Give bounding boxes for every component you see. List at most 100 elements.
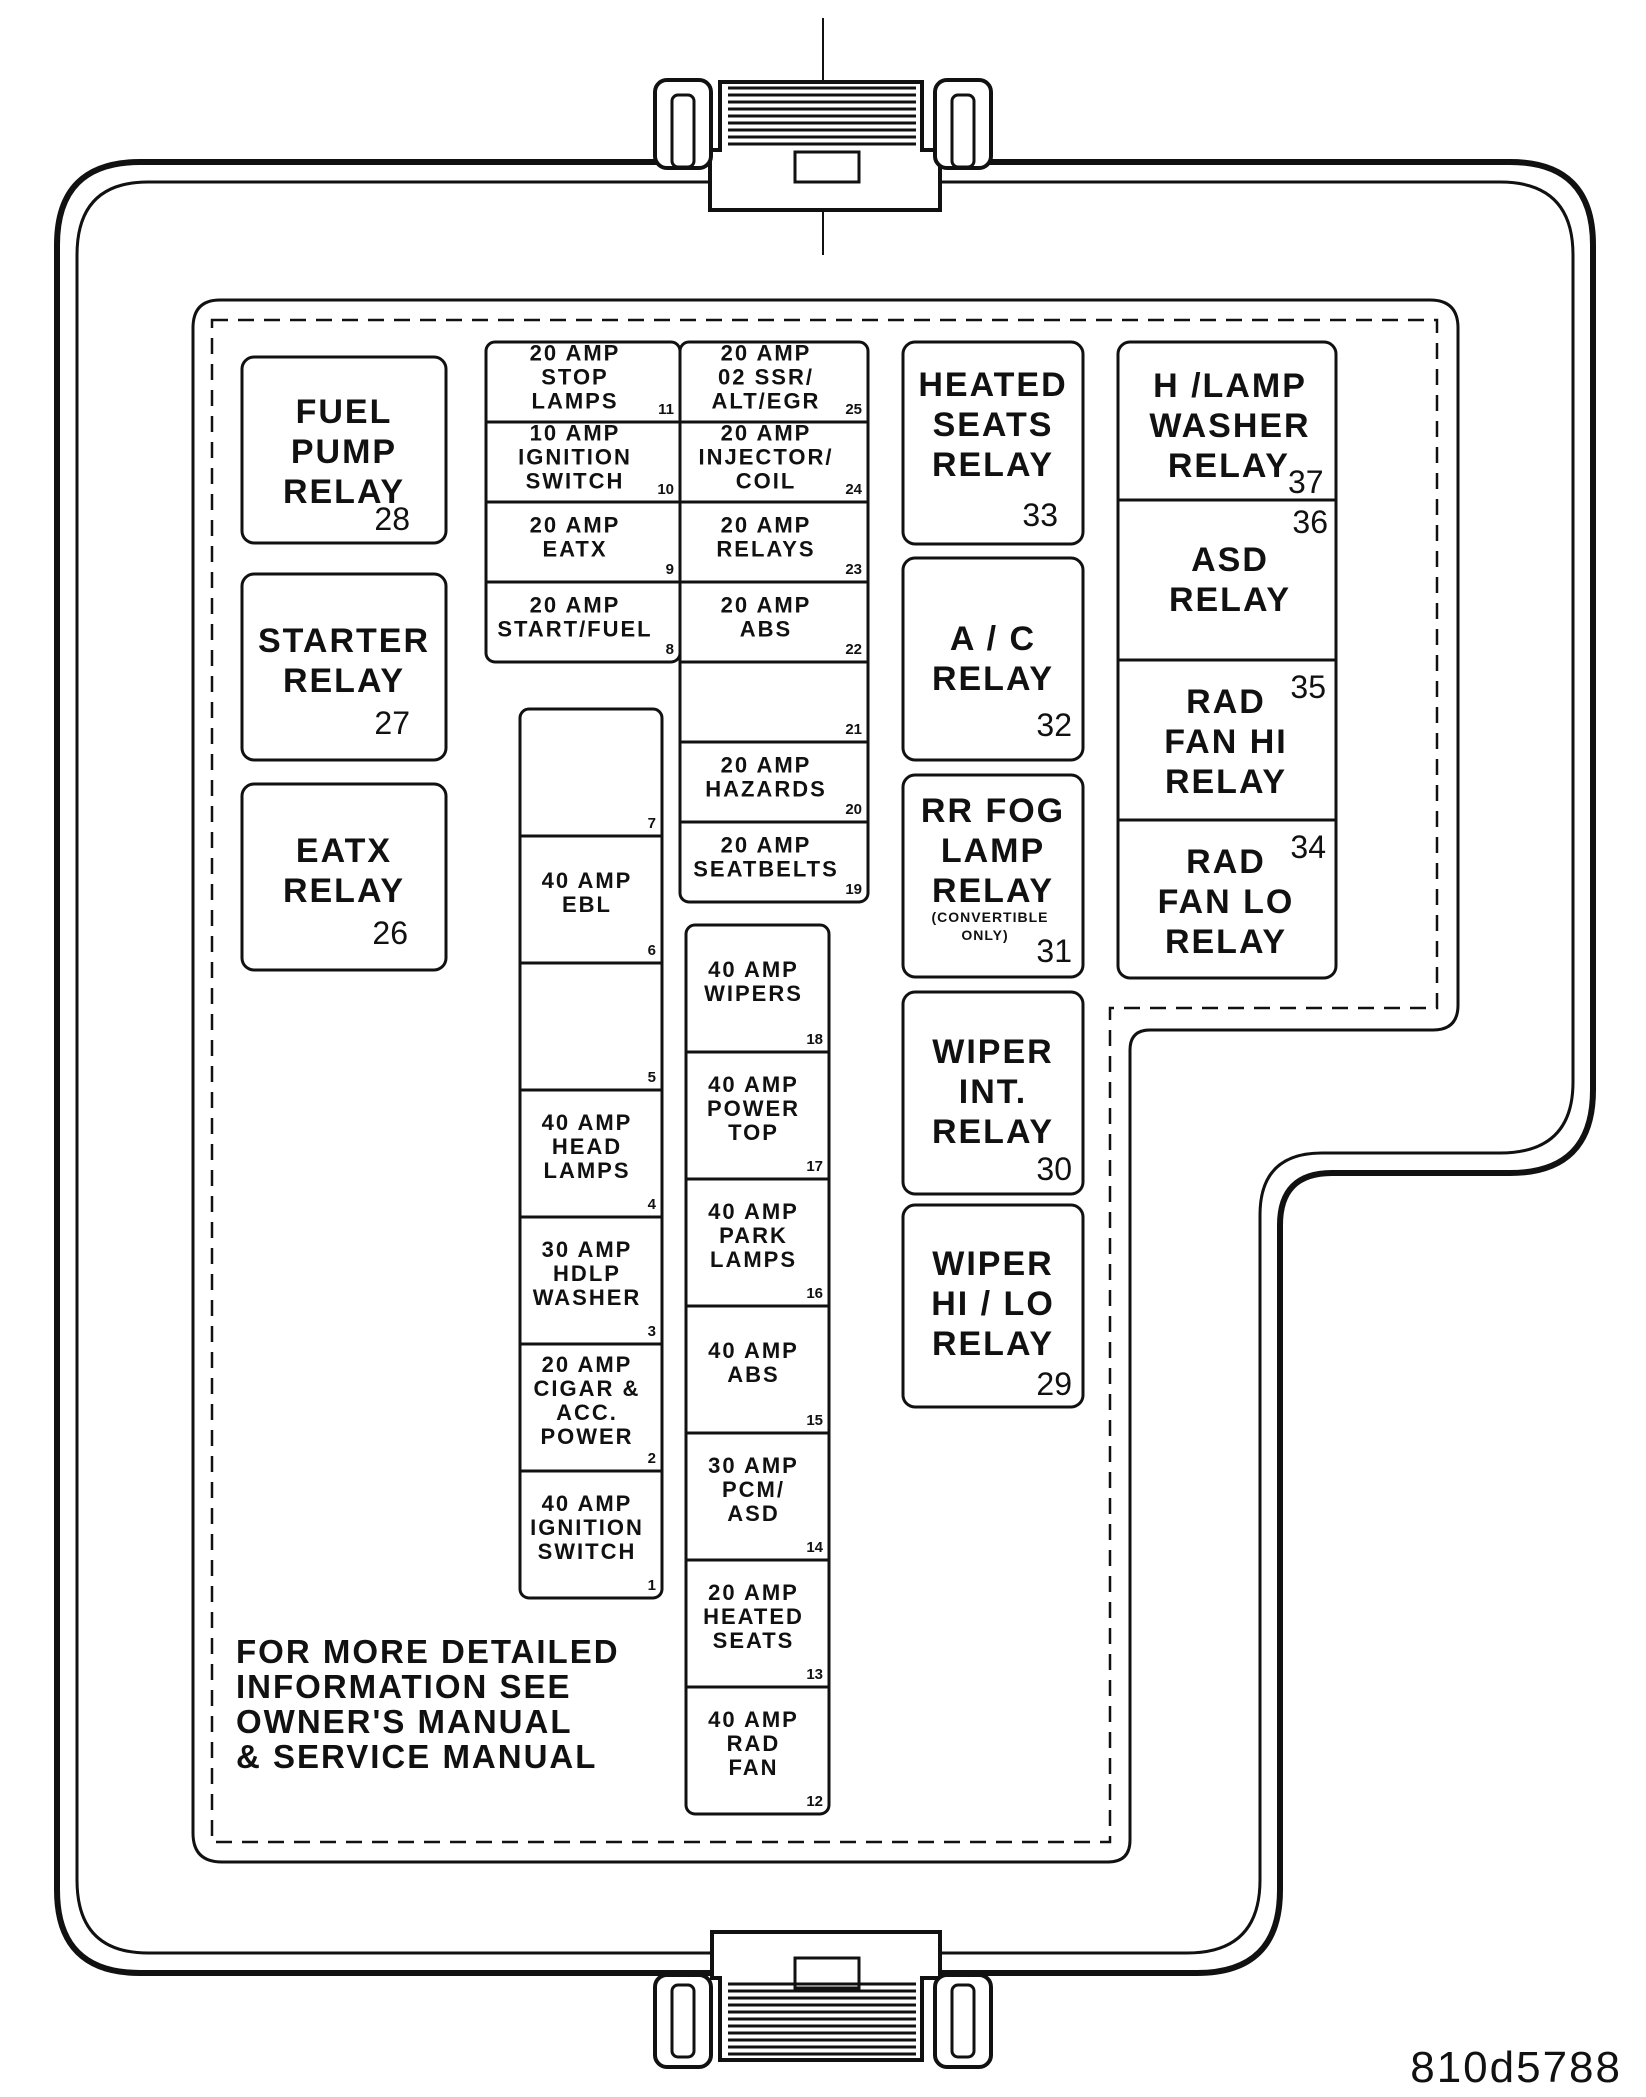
- fuse-13-label-2: HEATED: [703, 1604, 804, 1629]
- cart-left-outline: [518, 707, 664, 1600]
- fuse-25-number: 25: [845, 401, 862, 418]
- fuse-13-label-3: SEATS: [713, 1628, 795, 1653]
- relay-eatx-label-2: RELAY: [283, 872, 405, 910]
- bottom-latch-left-tab-inner: [670, 1983, 696, 2059]
- fuse-15-number: 15: [806, 1412, 823, 1429]
- relay-wiper-int-box: [901, 990, 1085, 1196]
- relay-wiper-int: WIPER INT. RELAY 30: [901, 990, 1085, 1196]
- relay-heated-seats-label-1: HEATED: [918, 366, 1067, 404]
- relay-rr-fog-lamp-label-1: RR FOG: [921, 792, 1065, 830]
- fuse-24-label-1: 20 AMP: [721, 421, 812, 446]
- fuse-25-label-2: 02 SSR/: [718, 365, 814, 390]
- relay-starter-box: [240, 572, 448, 762]
- fuse-24-label-3: COIL: [736, 469, 797, 494]
- fuse-10-label-1: 10 AMP: [530, 421, 621, 446]
- fuse-11-label-3: LAMPS: [532, 389, 619, 414]
- relay-wiper-int-label-1: WIPER: [932, 1033, 1053, 1071]
- service-note-line-1: FOR MORE DETAILED: [236, 1633, 620, 1670]
- fuse-8-number: 8: [666, 641, 674, 658]
- fuse-slot-5: 5: [520, 961, 662, 1086]
- fuse-6-label-2: EBL: [562, 892, 612, 917]
- relay-wiper-int-label-3: RELAY: [932, 1113, 1054, 1151]
- relay-fuel-pump: FUEL PUMP RELAY 28: [240, 355, 448, 545]
- relay-eatx: EATX RELAY 26: [240, 782, 448, 972]
- fuse-11-label-2: STOP: [541, 365, 609, 390]
- fuse-20-label-1: 20 AMP: [721, 753, 812, 778]
- fuse-4-label-3: LAMPS: [544, 1158, 631, 1183]
- relay-wiper-hi-lo: WIPER HI / LO RELAY 29: [901, 1203, 1085, 1409]
- relay-starter-label-1: STARTER: [258, 622, 430, 660]
- relay-wiper-int-label-2: INT.: [959, 1073, 1027, 1111]
- fuse-16-label-2: PARK: [719, 1223, 788, 1248]
- relay-rad-fan-lo-label-1: RAD: [1186, 843, 1266, 881]
- relay-rad-fan-lo-label-3: RELAY: [1165, 923, 1287, 961]
- fuse-25-label-3: ALT/EGR: [712, 389, 821, 414]
- fuse-8-label-1: 20 AMP: [530, 593, 621, 618]
- fuse-2-label-2: CIGAR &: [534, 1376, 641, 1401]
- service-note: FOR MORE DETAILED INFORMATION SEE OWNER'…: [236, 1633, 620, 1775]
- fuse-21-number: 21: [845, 721, 862, 738]
- fuse-15-label-2: ABS: [727, 1362, 779, 1387]
- fuse-box-housing: [54, 159, 1596, 1976]
- relay-ac-box: [901, 556, 1085, 762]
- top-latch: [653, 18, 993, 255]
- fuse-20-number: 20: [845, 801, 862, 818]
- relay-wiper-hi-lo-number: 29: [1036, 1366, 1072, 1402]
- fuse-3-label-1: 30 AMP: [542, 1237, 633, 1262]
- fuse-2-label-1: 20 AMP: [542, 1352, 633, 1377]
- relay-rad-fan-hi-number: 35: [1290, 669, 1326, 705]
- fuse-18-label-2: WIPERS: [704, 981, 803, 1006]
- bottom-latch-right-tab: [933, 1973, 993, 2069]
- fuse-11-label-1: 20 AMP: [530, 341, 621, 366]
- fuse-slot-21: 21: [680, 660, 868, 738]
- fuse-12-label-3: FAN: [729, 1755, 779, 1780]
- right-relay-column: H /LAMP WASHER RELAY 37 36 ASD RELAY RAD…: [1116, 340, 1338, 980]
- fuse-1-label-3: SWITCH: [538, 1539, 637, 1564]
- relay-fuel-pump-label-1: FUEL: [296, 393, 393, 431]
- relay-starter: STARTER RELAY 27: [240, 572, 448, 762]
- fuse-9-label-1: 20 AMP: [530, 513, 621, 538]
- fuse-19-number: 19: [845, 881, 862, 898]
- fuse-9-number: 9: [666, 561, 674, 578]
- fuse-4-label-1: 40 AMP: [542, 1110, 633, 1135]
- relay-rr-fog-lamp: RR FOG LAMP RELAY (CONVERTIBLE ONLY) 31: [901, 773, 1085, 979]
- top-latch-body: [708, 80, 942, 212]
- fuse-14-label-2: PCM/: [722, 1477, 785, 1502]
- bottom-latch: [653, 1930, 993, 2069]
- relay-h-lamp-washer: H /LAMP WASHER RELAY 37: [1149, 367, 1323, 500]
- fuse-24-label-2: INJECTOR/: [699, 445, 834, 470]
- fuse-9-label-2: EATX: [542, 537, 607, 562]
- fuse-19-label-2: SEATBELTS: [693, 857, 839, 882]
- bottom-latch-right-tab-inner: [950, 1983, 976, 2059]
- service-note-line-2: INFORMATION SEE: [236, 1668, 572, 1705]
- fuse-13-number: 13: [806, 1666, 823, 1683]
- fuse-17-label-2: POWER: [707, 1096, 800, 1121]
- relay-heated-seats-label-3: RELAY: [932, 446, 1054, 484]
- relay-wiper-int-number: 30: [1036, 1151, 1072, 1187]
- relay-wiper-hi-lo-label-1: WIPER: [932, 1245, 1053, 1283]
- fuse-12-number: 12: [806, 1793, 823, 1810]
- relay-asd-label-2: RELAY: [1169, 581, 1291, 619]
- fuse-13-label-1: 20 AMP: [708, 1580, 799, 1605]
- fuse-5-number: 5: [648, 1069, 656, 1086]
- relay-asd-label-1: ASD: [1191, 541, 1269, 579]
- relay-heated-seats: HEATED SEATS RELAY 33: [901, 340, 1085, 546]
- relay-wiper-hi-lo-label-3: RELAY: [932, 1325, 1054, 1363]
- fuse-11-number: 11: [658, 401, 674, 418]
- bottom-latch-left-tab: [653, 1973, 713, 2069]
- relay-h-lamp-washer-label-1: H /LAMP: [1153, 367, 1307, 405]
- relay-starter-number: 27: [374, 705, 410, 741]
- bottom-latch-body: [710, 1930, 942, 2062]
- fuse-14-label-3: ASD: [727, 1501, 779, 1526]
